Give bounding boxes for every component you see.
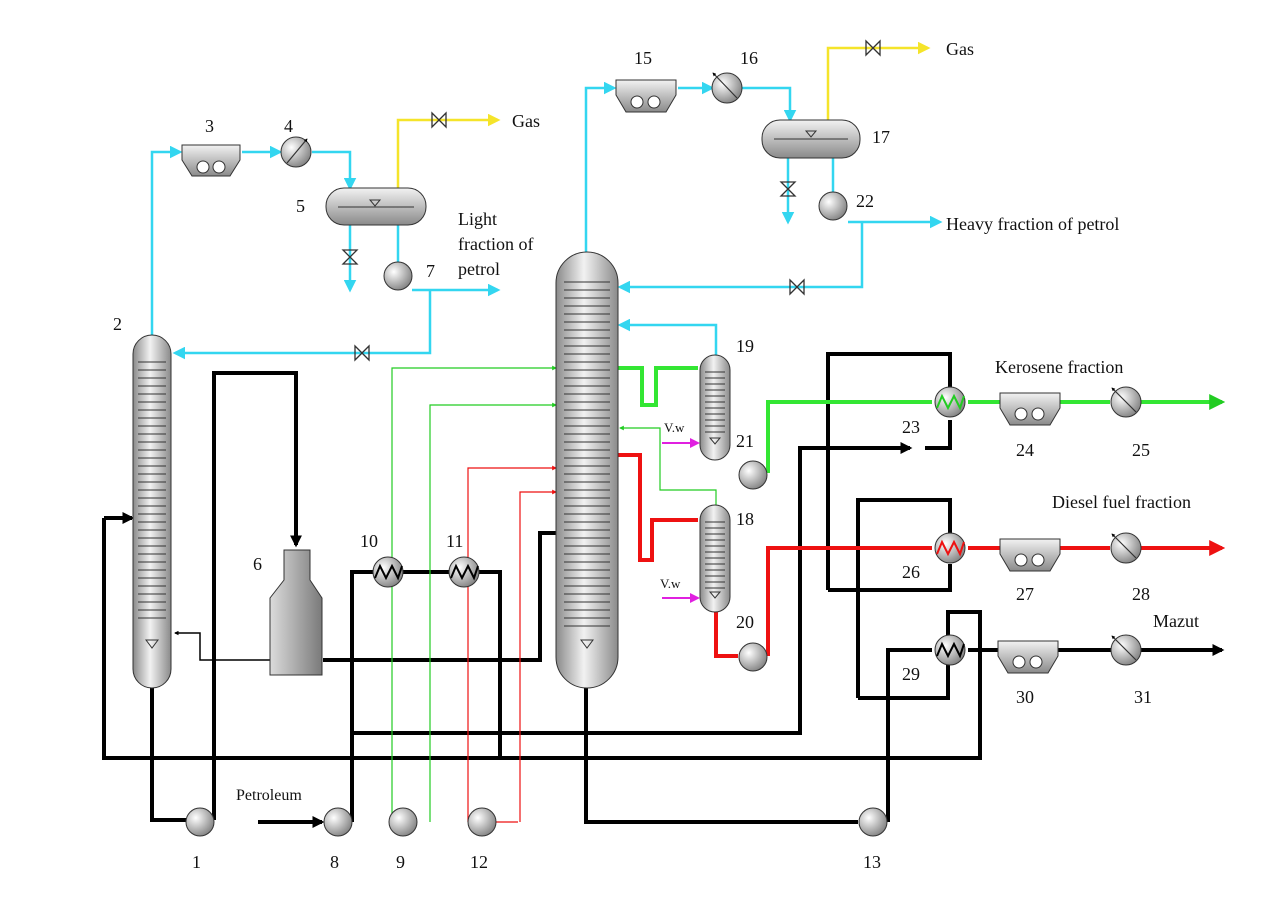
num-31: 31 bbox=[1134, 687, 1152, 707]
air-cooler-24 bbox=[999, 392, 1061, 426]
pump-1 bbox=[185, 807, 215, 837]
valve-drain-17 bbox=[779, 181, 797, 197]
num-24: 24 bbox=[1016, 440, 1034, 460]
column-2 bbox=[132, 334, 172, 689]
num-1: 1 bbox=[192, 852, 201, 872]
label-vw-2: V.w bbox=[660, 576, 681, 591]
num-26: 26 bbox=[902, 562, 920, 582]
air-cooler-30 bbox=[997, 640, 1059, 674]
num-27: 27 bbox=[1016, 584, 1034, 604]
pump-13 bbox=[858, 807, 888, 837]
pump-12 bbox=[467, 807, 497, 837]
heat-exchanger-23 bbox=[934, 386, 966, 418]
label-diesel: Diesel fuel fraction bbox=[1052, 492, 1191, 512]
num-2: 2 bbox=[113, 314, 122, 334]
label-kerosene: Kerosene fraction bbox=[995, 357, 1123, 377]
pump-21 bbox=[738, 460, 768, 490]
num-7: 7 bbox=[426, 261, 435, 281]
num-11: 11 bbox=[446, 531, 463, 551]
kerosene-lines bbox=[391, 365, 1226, 825]
air-cooler-3 bbox=[181, 144, 241, 177]
main-column bbox=[555, 251, 619, 689]
pump-8 bbox=[323, 807, 353, 837]
valve-reflux-main bbox=[789, 278, 805, 296]
heat-exchanger-10 bbox=[372, 556, 404, 588]
label-vw-1: V.w bbox=[664, 420, 685, 435]
stripper-19 bbox=[699, 354, 731, 461]
num-23: 23 bbox=[902, 417, 920, 437]
drum-17 bbox=[761, 119, 861, 159]
heat-exchanger-11 bbox=[448, 556, 480, 588]
furnace-6 bbox=[269, 549, 323, 676]
heat-exchanger-26 bbox=[934, 532, 966, 564]
heat-exchanger-29 bbox=[934, 634, 966, 666]
num-20: 20 bbox=[736, 612, 754, 632]
cooler-31 bbox=[1110, 634, 1142, 666]
num-28: 28 bbox=[1132, 584, 1150, 604]
valve-reflux-2 bbox=[354, 344, 370, 362]
cooler-4 bbox=[280, 136, 312, 168]
num-19: 19 bbox=[736, 336, 754, 356]
num-22: 22 bbox=[856, 191, 874, 211]
num-16: 16 bbox=[740, 48, 758, 68]
label-light-fraction-3: petrol bbox=[458, 259, 500, 279]
num-29: 29 bbox=[902, 664, 920, 684]
label-gas-2: Gas bbox=[946, 39, 974, 59]
num-6: 6 bbox=[253, 554, 262, 574]
stripper-18 bbox=[699, 504, 731, 613]
vapor-lines bbox=[150, 81, 943, 360]
num-12: 12 bbox=[470, 852, 488, 872]
drum-5 bbox=[325, 187, 427, 226]
num-5: 5 bbox=[296, 196, 305, 216]
num-18: 18 bbox=[736, 509, 754, 529]
num-8: 8 bbox=[330, 852, 339, 872]
label-gas-1: Gas bbox=[512, 111, 540, 131]
cooler-25 bbox=[1110, 386, 1142, 418]
num-13: 13 bbox=[863, 852, 881, 872]
label-mazut: Mazut bbox=[1153, 611, 1199, 631]
valve-gas-2 bbox=[865, 39, 881, 57]
pump-20 bbox=[738, 642, 768, 672]
air-cooler-15 bbox=[615, 79, 677, 113]
num-25: 25 bbox=[1132, 440, 1150, 460]
pump-22 bbox=[818, 191, 848, 221]
equipment-numbers: 1 2 3 4 5 6 7 8 9 10 11 12 13 15 16 17 1… bbox=[113, 48, 1152, 872]
cooler-16 bbox=[711, 72, 743, 104]
pump-7 bbox=[383, 261, 413, 291]
num-9: 9 bbox=[396, 852, 405, 872]
num-3: 3 bbox=[205, 116, 214, 136]
num-17: 17 bbox=[872, 127, 890, 147]
label-light-fraction-2: fraction of bbox=[458, 234, 533, 254]
valve-gas-1 bbox=[431, 111, 447, 129]
num-30: 30 bbox=[1016, 687, 1034, 707]
num-10: 10 bbox=[360, 531, 378, 551]
cooler-28 bbox=[1110, 532, 1142, 564]
diesel-lines bbox=[467, 453, 1226, 825]
label-light-fraction-1: Light bbox=[458, 209, 497, 229]
label-heavy-fraction: Heavy fraction of petrol bbox=[946, 214, 1119, 234]
air-cooler-27 bbox=[999, 538, 1061, 572]
num-4: 4 bbox=[284, 116, 293, 136]
valve-drain-5 bbox=[341, 249, 359, 265]
num-15: 15 bbox=[634, 48, 652, 68]
label-petroleum: Petroleum bbox=[236, 787, 302, 804]
gas-lines bbox=[396, 41, 931, 188]
num-21: 21 bbox=[736, 431, 754, 451]
pump-9 bbox=[388, 807, 418, 837]
